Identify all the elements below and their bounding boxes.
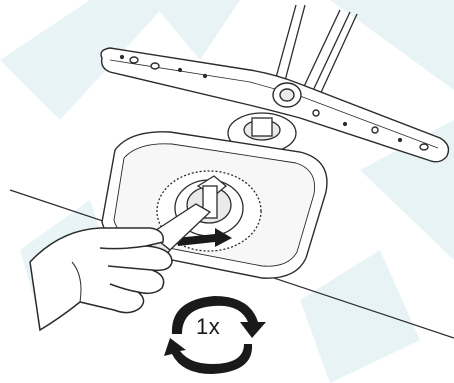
- repeat-count-label: 1x: [196, 314, 220, 340]
- hand-illustration: [30, 228, 172, 330]
